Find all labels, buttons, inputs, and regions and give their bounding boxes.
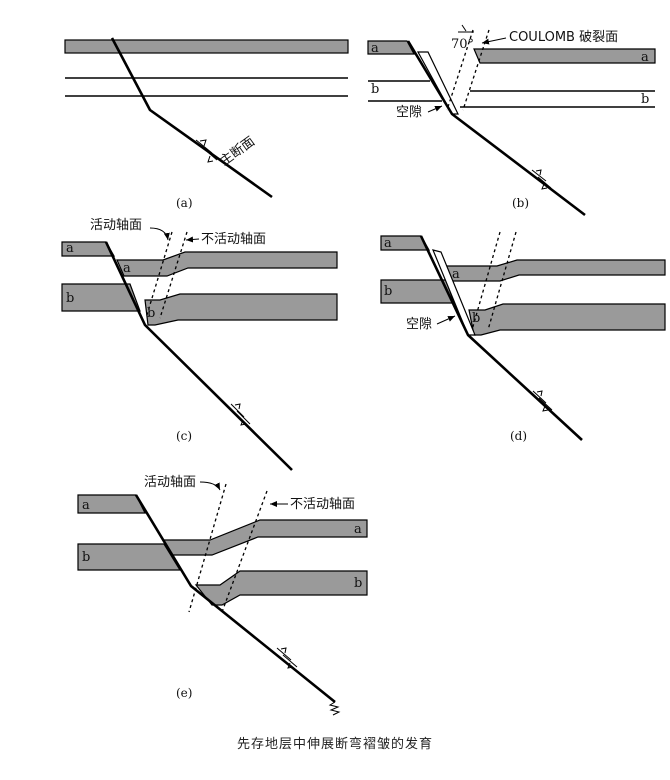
fault-label: 主断面 [218, 134, 258, 169]
slip-arrows [230, 403, 251, 426]
panel-tag-e: (e) [176, 686, 192, 700]
panel-tag-a: (a) [176, 196, 193, 210]
angle-tick [461, 24, 467, 32]
main-fault-line [134, 494, 336, 704]
active-axial-label: 活动轴面 [144, 475, 196, 490]
layer-label-b: b [354, 576, 362, 591]
panel-tag-b: (b) [512, 196, 529, 210]
slip-arrows [532, 390, 553, 412]
panel-e: 活动轴面 不活动轴面 a a b b (e) [77, 475, 368, 716]
layer-label-a: a [384, 236, 392, 251]
angle-label: 70° [451, 37, 474, 52]
layer-label-a: a [371, 41, 379, 56]
layer-label-b: b [384, 284, 392, 299]
panel-d: 空隙 a a b b (d) [380, 231, 666, 443]
inactive-axial-arrow [185, 236, 200, 243]
inactive-axial-label: 不活动轴面 [201, 232, 266, 247]
panel-tag-d: (d) [510, 429, 527, 443]
panel-a: 主断面 (a) [64, 37, 349, 210]
layer-a-hanging [473, 48, 656, 64]
slip-arrows [276, 647, 298, 669]
axial-surface-dashed [487, 231, 517, 331]
layer-label-a: a [641, 50, 649, 65]
active-axial-arrow [149, 227, 170, 241]
gap-label: 空隙 [406, 317, 432, 332]
main-fault-line [419, 235, 583, 441]
layer-b-hanging [144, 293, 338, 326]
layer-label-a: a [452, 267, 460, 282]
active-axial-label: 活动轴面 [90, 218, 142, 233]
coulomb-arrow [481, 37, 507, 45]
panel-c: 活动轴面 不活动轴面 a a b b (c) [61, 218, 338, 471]
layer-label-a: a [123, 261, 131, 276]
layer-label-b: b [371, 82, 379, 97]
layer-b-hanging [468, 303, 666, 336]
layer-b-hanging [194, 570, 368, 606]
active-axial-arrow [199, 481, 221, 491]
fault-tip-mark [328, 701, 341, 716]
layer-label-a: a [66, 241, 74, 256]
slip-arrows [531, 169, 552, 190]
inactive-axial-label: 不活动轴面 [290, 497, 355, 512]
gap-arrow [436, 315, 456, 325]
layer-a-hanging [442, 259, 666, 282]
panel-tag-c: (c) [176, 429, 192, 443]
active-axial-surface [188, 483, 227, 613]
layer-label-b: b [82, 550, 90, 565]
layer-label-b: b [66, 291, 74, 306]
layer-b-footwall [61, 283, 141, 312]
layer-b-footwall [77, 543, 182, 571]
main-fault-line [104, 241, 293, 471]
layer-label-a: a [354, 522, 362, 537]
layer-a-footwall [367, 40, 416, 55]
main-fault-line [406, 40, 586, 217]
layer-a-hanging [116, 251, 338, 277]
layer-label-b: b [472, 311, 480, 326]
layer-a-hanging [161, 519, 368, 556]
axial-surface-dashed [446, 29, 474, 111]
layer-label-a: a [82, 498, 90, 513]
gap-wedge [431, 249, 476, 336]
layer-a-footwall [77, 494, 146, 514]
active-axial-surface [145, 231, 173, 319]
main-fault-line [110, 37, 273, 199]
slip-arrows [195, 139, 218, 163]
figure-caption: 先存地层中伸展断弯褶皱的发育 [236, 737, 433, 752]
layer-label-b: b [147, 306, 155, 321]
layer-gray-band [64, 39, 349, 54]
panel-b: 70° COULOMB 破裂面 空隙 a a b b (b) [367, 24, 656, 217]
gap-arrow [427, 105, 443, 113]
axial-surface-dashed [471, 231, 501, 331]
coulomb-label: COULOMB 破裂面 [509, 30, 618, 45]
gap-label: 空隙 [396, 105, 422, 120]
gap-wedge [416, 51, 459, 115]
layer-label-b: b [641, 92, 649, 107]
